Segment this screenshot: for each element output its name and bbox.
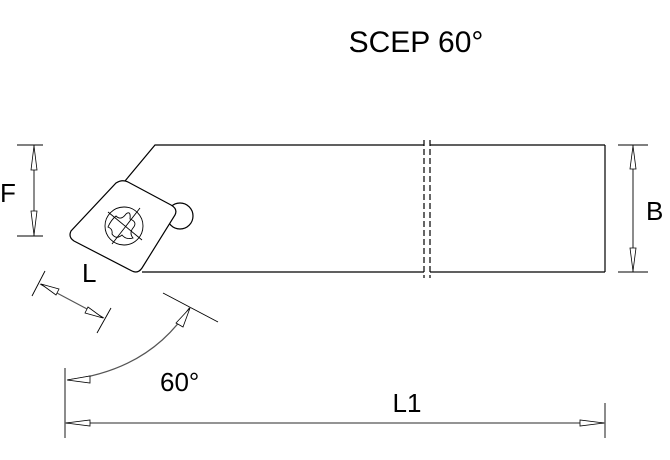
label-L1: L1 [393,388,422,418]
drawing-title: SCEP 60° [349,26,484,59]
label-L: L [82,258,96,288]
dimension-L1: L1 [64,368,606,438]
label-angle: 60° [160,367,199,397]
dimension-B: B [618,144,663,273]
screw-circle [104,206,144,246]
dimension-angle: 60° [66,292,219,397]
shank-body [124,140,606,278]
torx-icon [107,212,136,240]
label-B: B [646,196,663,226]
dimension-L: L [31,258,112,334]
label-F: F [0,178,16,208]
dimension-F: F [0,144,43,237]
insert [69,180,177,273]
